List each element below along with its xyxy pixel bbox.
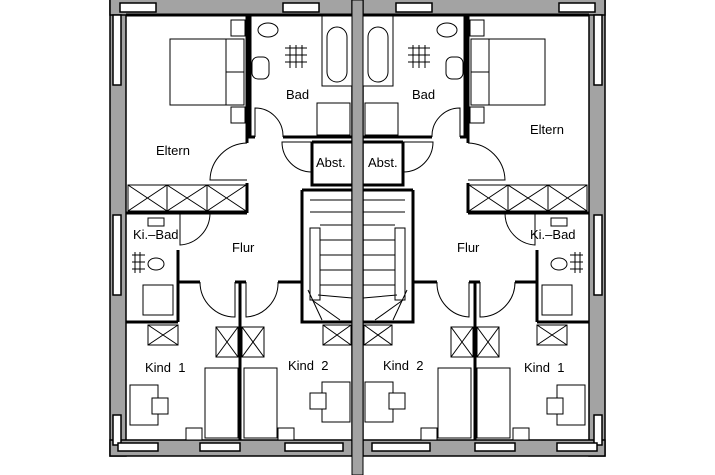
room-label-bad-right: Bad: [412, 87, 435, 102]
party-wall: [351, 0, 364, 475]
room-label-kind1-left: Kind 1: [145, 360, 185, 375]
room-label-ki-bad-left: Ki.–Bad: [133, 227, 179, 242]
room-label-flur-left: Flur: [232, 240, 255, 255]
room-label-kind1-right: Kind 1: [524, 360, 564, 375]
room-label-kind2-right: Kind 2: [383, 358, 423, 373]
room-label-ki-bad-right: Ki.–Bad: [530, 227, 576, 242]
room-label-kind2-left: Kind 2: [288, 358, 328, 373]
room-label-bad-left: Bad: [286, 87, 309, 102]
room-label-eltern-left: Eltern: [156, 143, 190, 158]
room-label-eltern-right: Eltern: [530, 122, 564, 137]
room-label-abst-left: Abst.: [316, 155, 346, 170]
room-label-flur-right: Flur: [457, 240, 480, 255]
room-label-abst-right: Abst.: [368, 155, 398, 170]
